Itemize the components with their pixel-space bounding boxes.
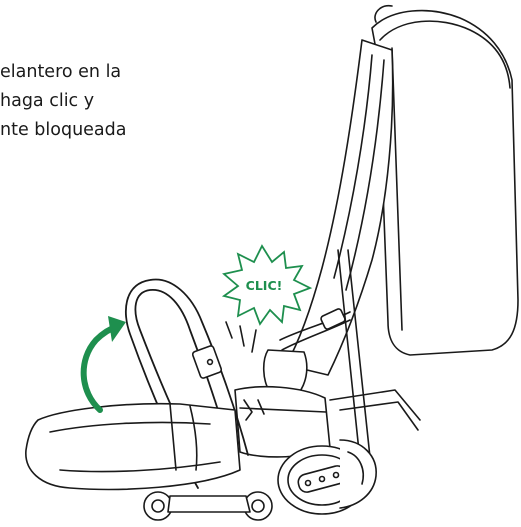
click-sound-label: CLIC! — [246, 278, 283, 293]
click-burst: CLIC! — [224, 246, 310, 324]
front-wheel-shape — [144, 492, 172, 520]
footmuff-shape — [26, 404, 240, 490]
rotate-arrow-icon — [84, 316, 126, 410]
canopy-shape — [372, 6, 518, 355]
impact-lines — [226, 322, 256, 352]
